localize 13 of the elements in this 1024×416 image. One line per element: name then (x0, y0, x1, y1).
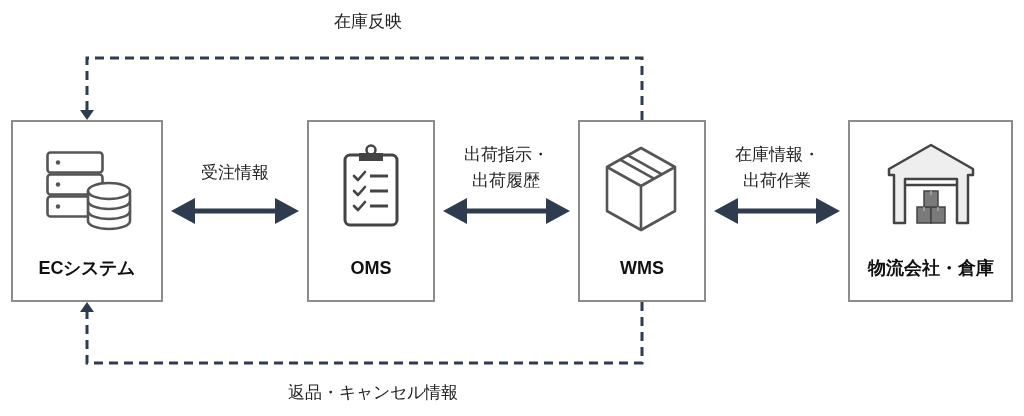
dashed-arrow (80, 56, 644, 120)
dashed-arrow (80, 302, 644, 365)
system-box (307, 120, 435, 302)
double-arrow (714, 198, 840, 224)
box-label: OMS (350, 258, 392, 278)
system-box (11, 120, 163, 302)
system-box (848, 120, 1013, 302)
box-label: ECシステム (38, 258, 136, 278)
double-arrow (171, 198, 299, 224)
box-label: 物流会社・倉庫 (867, 258, 994, 278)
system-box (578, 120, 706, 302)
double-arrow (443, 198, 570, 224)
box-label: WMS (620, 258, 664, 278)
